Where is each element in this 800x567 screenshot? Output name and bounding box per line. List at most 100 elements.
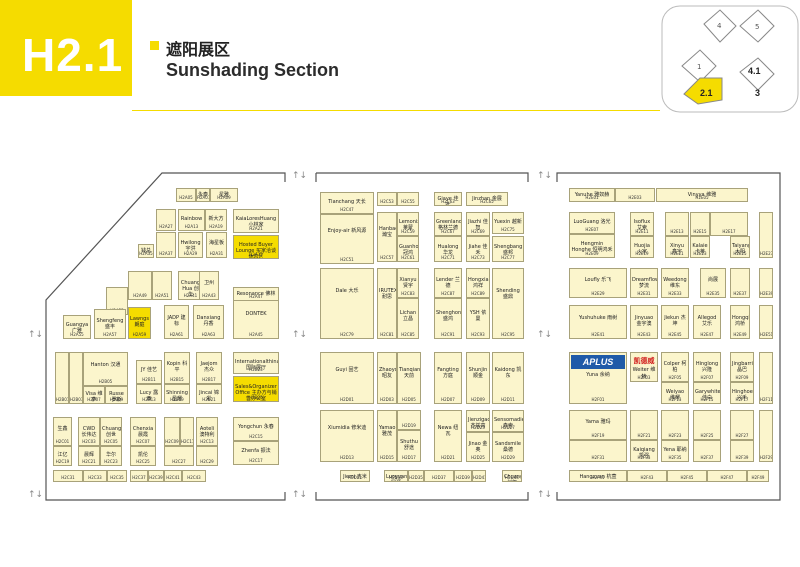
booth[interactable]: H2B01 [55,352,69,404]
booth[interactable]: H2E13 [665,212,689,236]
booth[interactable]: H2D39 [454,470,472,482]
booth[interactable]: H2E37 [730,268,750,298]
booth[interactable]: H2F29 [759,410,773,462]
booth[interactable]: H2E51 [759,305,773,339]
booth[interactable]: H2F45 [667,470,707,482]
booth[interactable]: H2C29 [196,446,218,466]
booth[interactable]: H2F23 [661,410,689,440]
redbrand-booth[interactable]: 凯德威 Weiter 维特 [631,356,657,380]
booth[interactable]: H2F49 [747,470,769,482]
booth[interactable]: H2C39 [148,470,164,482]
booth[interactable]: H2F37 [693,440,721,462]
booth[interactable]: H2C11 [180,417,194,446]
booth[interactable]: H2F21 [630,410,658,440]
booth[interactable]: H2A37 [156,232,176,258]
booth[interactable]: H2E15 [690,212,710,236]
aplus-booth[interactable]: APLUS Yuna 余纳 [571,355,625,399]
booth[interactable]: Luoyuan 罗源H2D33 [384,470,408,482]
booth[interactable]: H2F03 [630,352,658,382]
booth[interactable]: H2C27 [164,446,194,466]
booth[interactable]: H2D35 [408,470,424,482]
booth[interactable]: H2C37 [130,470,148,482]
booth[interactable]: H2C09 [164,417,180,446]
booth[interactable]: H2F27 [730,410,754,440]
booth[interactable]: H2D19 [397,410,421,430]
booth[interactable]: H2C31 [53,470,83,482]
booth[interactable]: H2C41 [164,470,182,482]
booth[interactable]: H2A51 [152,271,172,300]
booth[interactable]: H2F39 [730,440,754,462]
booth[interactable]: H2C53 [377,192,397,206]
booth[interactable]: H2E39 [759,268,773,298]
booth[interactable]: H2A05 [176,188,196,202]
booth[interactable]: H2C43 [182,470,206,482]
